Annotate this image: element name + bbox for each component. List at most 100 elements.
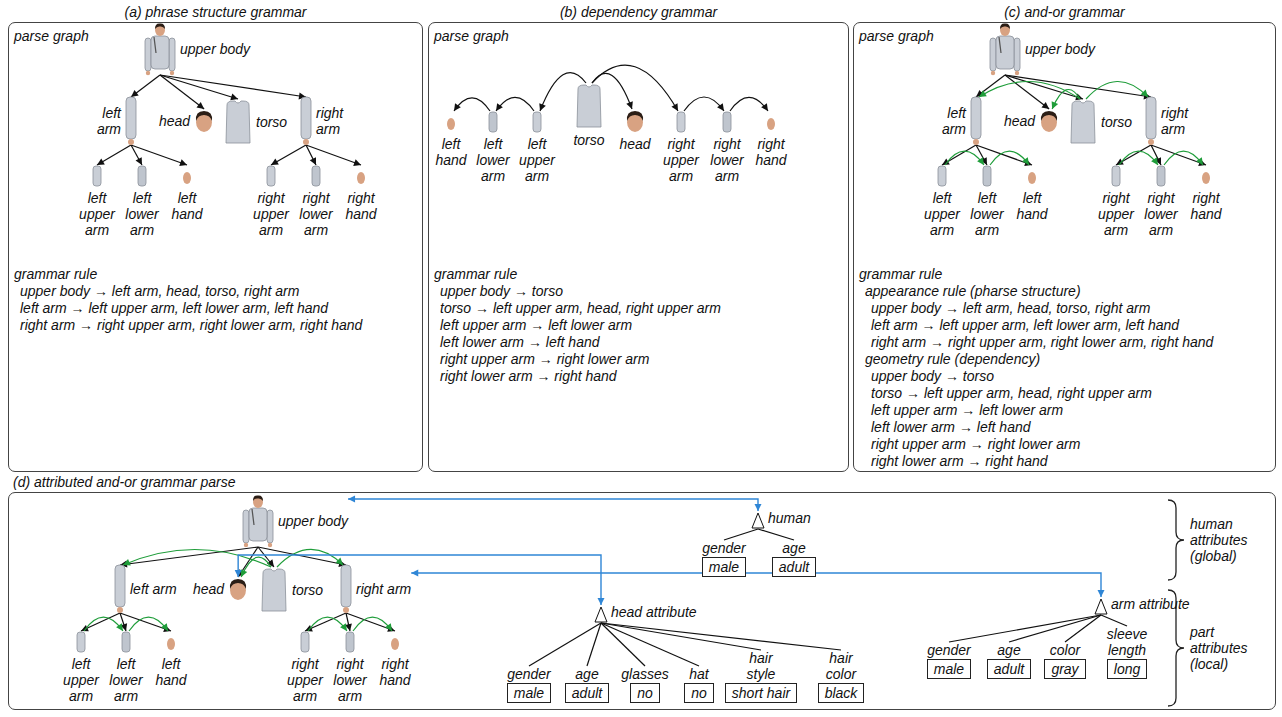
attribute-branch (601, 623, 699, 666)
lower-picture (344, 631, 356, 653)
picture-part (312, 166, 320, 186)
face-picture (624, 109, 646, 133)
arrowhead (755, 504, 762, 511)
upper-picture (936, 165, 948, 187)
picture-part (489, 112, 497, 132)
group-label: human attributes (global) (1190, 516, 1268, 564)
section-label: geometry rule (dependency) (865, 351, 1040, 367)
picture-part (1148, 139, 1154, 145)
part-label: left hand (431, 136, 471, 168)
attribute-value: adult (772, 557, 816, 577)
connector-line (271, 145, 306, 165)
picture-part (577, 85, 601, 127)
lower-picture (1155, 165, 1167, 187)
connector-line (131, 75, 160, 97)
attribute-node: gendermale (702, 540, 746, 577)
connector-line (454, 98, 490, 111)
part-label: upper body (278, 513, 348, 529)
picture-part (253, 495, 263, 501)
upper-picture (75, 631, 87, 653)
arrowhead (1052, 101, 1058, 109)
part-label-box: right upper arm (661, 136, 701, 184)
connector-line (97, 145, 131, 165)
dependency-arc (496, 97, 534, 111)
part-node: right hand (751, 111, 791, 168)
face-picture (227, 577, 249, 601)
picture-part (93, 166, 101, 186)
arrowhead (116, 623, 123, 631)
section-label: appearance rule (pharse structure) (865, 283, 1081, 299)
part-label: right hand (341, 190, 381, 222)
part-node: right upper arm (1096, 165, 1136, 238)
tri-picture (751, 511, 765, 529)
tri-picture (594, 605, 608, 623)
picture-part (1000, 24, 1010, 36)
attribute-branch (949, 615, 1101, 642)
part-label-box: left arm (130, 581, 177, 597)
attribute-name: age (575, 666, 598, 682)
part-label: left hand (1012, 190, 1052, 222)
picture-part (1015, 71, 1019, 75)
part-node: right arm (299, 97, 350, 145)
upper-picture (299, 631, 311, 653)
picture-part (996, 36, 1014, 69)
part-node: left arm (936, 97, 983, 145)
arrowhead (761, 103, 768, 111)
part-label: right lower arm (1141, 190, 1181, 238)
dependency-arc (1164, 151, 1203, 165)
attribute-name: age (782, 540, 805, 556)
part-node: right upper arm (285, 631, 325, 704)
connector-line (601, 623, 761, 650)
attribute-node: gendermale (927, 642, 971, 679)
part-label: head (159, 113, 190, 129)
part-label-box: torso (256, 114, 287, 130)
torso-picture (1068, 99, 1098, 145)
picture-part (183, 172, 191, 184)
picture-part (226, 101, 250, 143)
picture-part (1095, 599, 1107, 614)
part-label-box: right lower arm (296, 190, 336, 238)
arrowhead (230, 94, 238, 101)
picture-part (1071, 101, 1095, 143)
connector-line (1065, 615, 1101, 642)
part-label-box: left lower arm (473, 136, 513, 184)
dependency-arc (129, 617, 168, 631)
tree-link (160, 75, 306, 99)
part-label-box: left upper arm (61, 656, 101, 704)
part-label: left arm (91, 105, 121, 137)
part-label-box: left hand (431, 136, 471, 168)
arrowhead (235, 570, 242, 577)
attribute-value: male (507, 683, 551, 703)
rule-text: upper body → left arm, head, torso, righ… (20, 283, 299, 299)
connector-line (129, 617, 168, 631)
attribute-name: age (997, 642, 1020, 658)
part-node: head (619, 109, 650, 152)
part-label-box: head (619, 136, 650, 152)
part-label-box: left lower arm (122, 190, 162, 238)
attribute-node: ageadult (772, 540, 816, 577)
picture-part (301, 97, 311, 139)
picture-part (252, 509, 254, 525)
arm-picture (113, 565, 127, 613)
connector-line (160, 75, 238, 99)
arrowhead (1022, 157, 1029, 165)
part-node: torso (223, 99, 287, 145)
part-label: right hand (751, 136, 791, 168)
connector-line (1119, 151, 1158, 165)
part-node: left lower arm (967, 165, 1007, 238)
part-label-box: upper body (278, 513, 348, 529)
part-node: left arm (91, 97, 138, 145)
rule-text: left arm → left upper arm, left lower ar… (20, 300, 328, 316)
part-label-box: left hand (151, 656, 191, 688)
rule-text: left lower arm → left hand (440, 334, 600, 350)
part-node: head (193, 577, 249, 601)
part-label-box: left lower arm (106, 656, 146, 704)
torso-picture (574, 83, 604, 129)
panel-heading: (a) phrase structure grammar (9, 4, 422, 20)
section-label: grammar rule (14, 266, 97, 282)
part-label: left hand (151, 656, 191, 688)
picture-part (627, 111, 643, 121)
attribute-group-label: head attribute (611, 605, 697, 620)
part-label: left lower arm (122, 190, 162, 238)
attribute-name: hair color (818, 650, 864, 682)
